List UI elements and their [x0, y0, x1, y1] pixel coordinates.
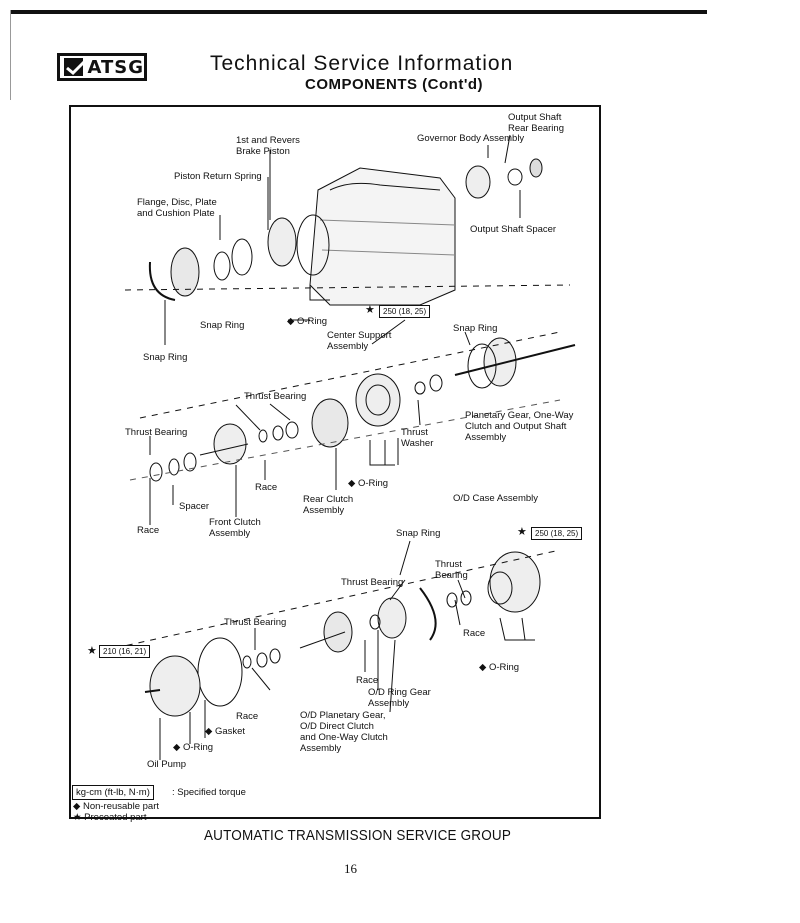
label-thrust-bearing-2: Thrust Bearing	[125, 427, 188, 438]
label-oil-pump: Oil Pump	[147, 759, 187, 770]
checkmark-icon	[64, 58, 87, 76]
label-o-ring-1: ◆ O-Ring	[287, 316, 328, 327]
label-od-planetary-assembly: O/D Planetary Gear, O/D Direct Clutch an…	[300, 710, 388, 754]
diamond-icon: ◆	[73, 801, 81, 812]
legend-precoated: ★ Precoated part	[73, 812, 147, 823]
label-spacer: Spacer	[179, 501, 210, 512]
label-race-5: Race	[236, 711, 259, 722]
label-planetary-gear-assembly: Planetary Gear, One-Way Clutch and Outpu…	[465, 410, 574, 443]
logo-text: ATSG	[87, 56, 144, 78]
atsg-logo: ATSG	[57, 53, 147, 81]
label-thrust-bearing-1: Thrust Bearing	[244, 391, 307, 402]
label-race-4: Race	[356, 675, 379, 686]
torque-oil-pump: 210 (16, 21)	[99, 645, 151, 658]
label-snap-ring-3: Snap Ring	[453, 323, 498, 334]
label-1st-reverse-brake-piston: 1st and Revers Brake Piston	[236, 135, 300, 157]
label-o-ring-3: ◆ O-Ring	[479, 662, 520, 673]
legend-non-reusable: ◆ Non-reusable part	[73, 801, 159, 812]
star-icon-2: ★	[517, 526, 527, 538]
star-icon: ★	[365, 304, 375, 316]
footer-group: AUTOMATIC TRANSMISSION SERVICE GROUP	[204, 827, 512, 844]
label-output-shaft-rear-bearing: Output Shaft Rear Bearing	[508, 112, 564, 134]
label-race-3: Race	[463, 628, 486, 639]
label-snap-ring-2: Snap Ring	[143, 352, 188, 363]
label-snap-ring-1: Snap Ring	[200, 320, 245, 331]
label-thrust-bearing-3: Thrust Bearing	[435, 559, 468, 581]
label-thrust-washer: Thrust Washer	[401, 427, 434, 449]
page-number: 16	[344, 861, 357, 876]
label-od-case-assembly: O/D Case Assembly	[453, 493, 538, 504]
label-race-1: Race	[255, 482, 278, 493]
label-od-ring-gear: O/D Ring Gear Assembly	[368, 687, 431, 709]
page-title: Technical Service Information	[210, 52, 514, 75]
label-flange-disc-plate: Flange, Disc, Plate and Cushion Plate	[137, 197, 217, 219]
label-piston-return-spring: Piston Return Spring	[174, 171, 262, 182]
label-gasket: ◆ Gasket	[205, 726, 246, 737]
star-icon-legend: ★	[73, 812, 82, 823]
diagram-frame	[69, 105, 601, 819]
legend-unit-box: kg-cm (ft-lb, N·m)	[72, 785, 154, 800]
label-output-shaft-spacer: Output Shaft Spacer	[470, 224, 557, 235]
legend-unit-desc: : Specified torque	[172, 787, 246, 798]
page-subtitle: COMPONENTS (Cont'd)	[305, 76, 484, 93]
label-o-ring-2: ◆ O-Ring	[348, 478, 389, 489]
star-icon-3: ★	[87, 645, 97, 657]
left-rule	[10, 10, 11, 100]
torque-center-support: 250 (18, 25)	[379, 305, 431, 318]
torque-od-case: 250 (18, 25)	[531, 527, 583, 540]
label-front-clutch-assembly: Front Clutch Assembly	[209, 517, 261, 539]
label-thrust-bearing-5: Thrust Bearing	[224, 617, 287, 628]
label-governor-body-assembly: Governor Body Assembly	[417, 133, 525, 144]
label-rear-clutch-assembly: Rear Clutch Assembly	[303, 494, 354, 516]
label-thrust-bearing-4: Thrust Bearing	[341, 577, 404, 588]
top-rule	[10, 10, 707, 14]
label-center-support-assembly: Center Support Assembly	[327, 330, 392, 352]
label-snap-ring-4: Snap Ring	[396, 528, 441, 539]
label-o-ring-4: ◆ O-Ring	[173, 742, 214, 753]
label-race-2: Race	[137, 525, 160, 536]
